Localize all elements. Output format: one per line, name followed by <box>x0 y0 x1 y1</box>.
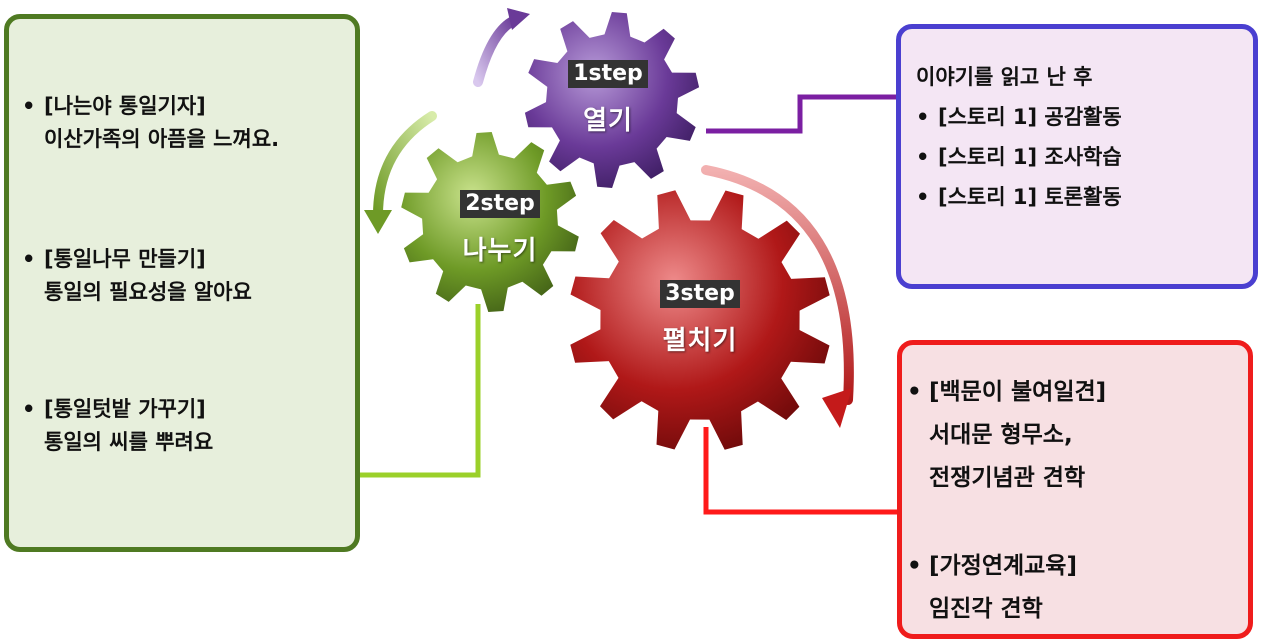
gear-step2-step: 2step <box>460 190 540 218</box>
trip-item-1-line2: 서대문 형무소, <box>929 422 1073 448</box>
bullet-icon: • <box>22 397 36 421</box>
left-item-1-title: [나는야 통일기자] <box>44 94 206 118</box>
story-list: 이야기를 읽고 난 후 •[스토리 1] 공감활동 •[스토리 1] 조사학습 … <box>916 57 1122 217</box>
gear-step1-label: 1step 열기 <box>553 60 663 137</box>
arrow-to-step3 <box>701 165 854 405</box>
bullet-icon: • <box>22 247 36 271</box>
left-item-3: • [통일텃밭 가꾸기] 통일의 씨를 뿌려요 <box>22 393 213 459</box>
left-item-1-desc: 이산가족의 아픔을 느껴요. <box>44 127 280 151</box>
gear-step1 <box>524 12 700 188</box>
trip-item-1: • [백문이 불여일견] 서대문 형무소, 전쟁기념관 견학 <box>907 371 1106 500</box>
gear-step3 <box>570 190 830 450</box>
story-heading: 이야기를 읽고 난 후 <box>916 65 1093 89</box>
trip-item-1-title: [백문이 불여일견] <box>929 379 1107 405</box>
story-item-2: [스토리 1] 조사학습 <box>938 145 1122 169</box>
bullet-icon: • <box>916 185 930 209</box>
connector-step3 <box>703 427 897 515</box>
bullet-icon: • <box>907 379 922 405</box>
bullet-icon: • <box>916 145 930 169</box>
left-item-2-title: [통일나무 만들기] <box>44 247 206 271</box>
left-item-3-desc: 통일의 씨를 뿌려요 <box>44 430 214 454</box>
bullet-icon: • <box>22 94 36 118</box>
gear-step1-step: 1step <box>568 60 648 88</box>
gear-step2-label: 2step 나누기 <box>440 190 560 267</box>
story-item-1: [스토리 1] 공감활동 <box>938 105 1122 129</box>
bullet-icon: • <box>907 553 922 579</box>
left-item-2-desc: 통일의 필요성을 알아요 <box>44 280 252 304</box>
trip-item-2-title: [가정연계교육] <box>929 553 1077 579</box>
trip-item-1-line3: 전쟁기념관 견학 <box>929 465 1086 491</box>
trip-item-2: • [가정연계교육] 임진각 견학 <box>907 545 1077 631</box>
gear-step3-step: 3step <box>660 280 740 308</box>
arrow-head-step1 <box>507 8 530 30</box>
trip-item-2-line2: 임진각 견학 <box>929 596 1043 622</box>
story-item-3: [스토리 1] 토론활동 <box>938 185 1122 209</box>
gear-step3-label: 3step 펼치기 <box>640 280 760 357</box>
arrow-to-step2 <box>373 111 437 220</box>
connector-step2 <box>360 304 481 478</box>
connector-step1 <box>706 94 896 134</box>
gear-step2-name: 나누기 <box>462 236 538 266</box>
gear-step1-name: 열기 <box>583 106 633 136</box>
bullet-icon: • <box>916 105 930 129</box>
arrow-to-step1 <box>473 15 520 87</box>
arrow-head-step3 <box>822 388 852 428</box>
gear-step3-name: 펼치기 <box>662 326 738 356</box>
left-item-3-title: [통일텃밭 가꾸기] <box>44 397 206 421</box>
left-item-1: • [나는야 통일기자] 이산가족의 아픔을 느껴요. <box>22 90 279 156</box>
left-item-2: • [통일나무 만들기] 통일의 필요성을 알아요 <box>22 243 252 309</box>
arrow-head-step2 <box>364 210 392 234</box>
field-trip-box <box>897 340 1253 639</box>
story-activity-box <box>896 24 1258 289</box>
gear-step2 <box>401 132 579 312</box>
left-activity-box <box>4 14 360 552</box>
